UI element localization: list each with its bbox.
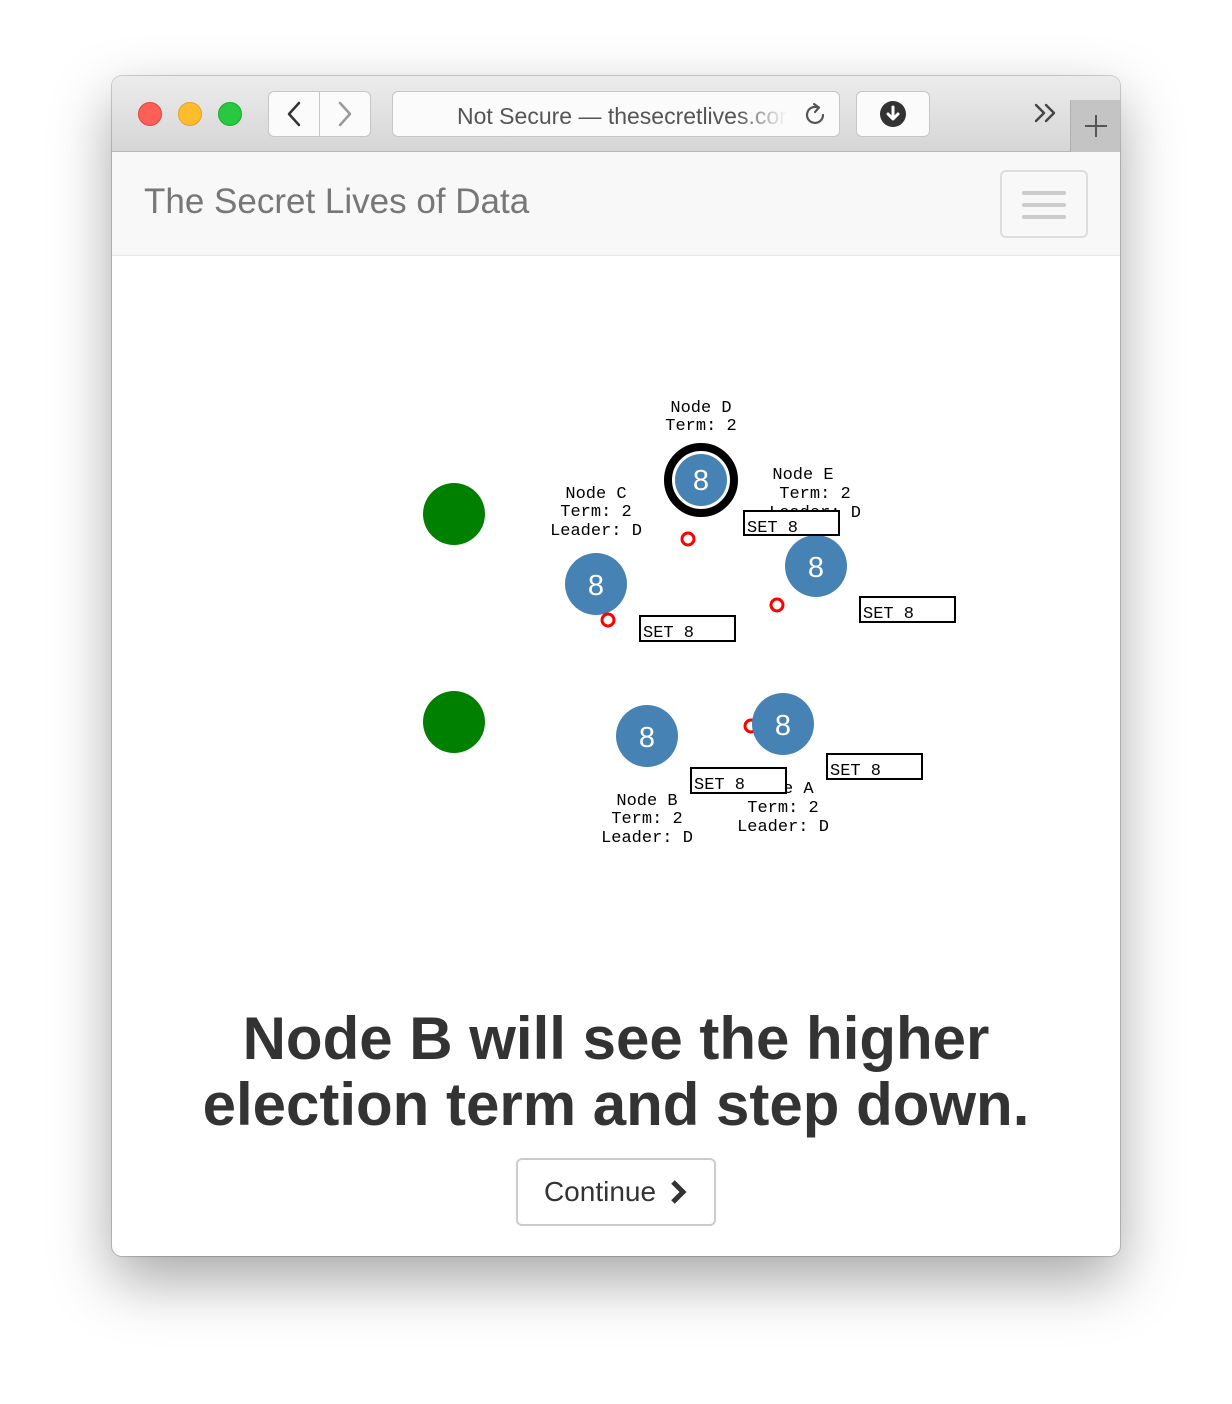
node-b-value: 8	[639, 722, 655, 754]
set-message-box	[690, 767, 787, 794]
node-c-name: Node C	[565, 485, 626, 504]
address-bar[interactable]: Not Secure — thesecretlives.com	[392, 91, 840, 137]
forward-button[interactable]	[319, 91, 371, 137]
node-a	[752, 693, 814, 755]
client-node	[423, 483, 485, 545]
chevron-right-icon	[671, 1180, 687, 1204]
node-e-term: Term: 2	[779, 485, 850, 504]
set-message-label: SET 8	[830, 762, 881, 781]
hamburger-icon-bar	[1022, 215, 1066, 219]
double-chevron-right-icon[interactable]	[1030, 100, 1064, 126]
address-text: Not Secure — thesecretlives.com	[457, 103, 787, 129]
set-message-box	[639, 615, 736, 642]
node-b-name: Node B	[616, 792, 677, 811]
client-node	[423, 691, 485, 753]
chevron-right-icon	[338, 101, 352, 127]
continue-label: Continue	[543, 1176, 657, 1207]
node-e-value: 8	[808, 552, 824, 584]
back-button[interactable]	[268, 91, 320, 137]
site-brand[interactable]: The Secret Lives of Data	[144, 182, 530, 221]
menu-toggle-button[interactable]	[1000, 170, 1088, 238]
set-message-label: SET 8	[643, 624, 694, 643]
node-b-term: Term: 2	[611, 810, 682, 829]
node-c-term: Term: 2	[560, 503, 631, 522]
hamburger-icon-bar	[1022, 203, 1066, 207]
node-c-value: 8	[588, 570, 604, 602]
close-window-button[interactable]	[138, 102, 162, 126]
heartbeat-message	[769, 597, 785, 613]
set-message-label: SET 8	[863, 605, 914, 624]
set-message-box	[743, 510, 840, 536]
set-message-label: SET 8	[694, 776, 745, 795]
node-d-term: Term: 2	[665, 417, 736, 436]
node-a-leader: Leader: D	[737, 818, 829, 837]
set-message-box	[826, 753, 923, 780]
node-c	[565, 553, 627, 615]
continue-button[interactable]: Continue	[516, 1158, 716, 1226]
node-c-leader: Leader: D	[550, 522, 642, 541]
plus-icon	[1084, 115, 1107, 137]
raft-visualization: Node D Term: 2 8 8 Node E Term: 2 Leader…	[423, 399, 956, 848]
chevron-left-icon	[287, 101, 301, 127]
site-navbar: The Secret Lives of Data	[112, 152, 1120, 256]
node-b	[616, 705, 678, 767]
node-d-value: 8	[693, 465, 709, 497]
heartbeat-message	[680, 531, 696, 547]
downloads-button[interactable]	[856, 91, 930, 137]
set-message-label: SET 8	[747, 519, 798, 538]
hamburger-icon-bar	[1022, 191, 1066, 195]
node-b-leader: Leader: D	[601, 829, 693, 848]
browser-window: Not Secure — thesecretlives.com	[112, 76, 1120, 1256]
caption: Node B will see the higher election term…	[202, 1005, 1030, 1138]
download-icon	[880, 101, 906, 127]
zoom-window-button[interactable]	[218, 102, 242, 126]
node-d-name: Node D	[670, 399, 731, 418]
set-message-box	[859, 596, 956, 623]
browser-toolbar: Not Secure — thesecretlives.com	[112, 76, 1120, 152]
heartbeat-message	[600, 612, 616, 628]
leader-ring	[664, 443, 738, 517]
new-tab-button[interactable]	[1070, 100, 1120, 152]
node-d	[675, 454, 727, 506]
node-e-name: Node E	[772, 466, 833, 485]
node-a-term: Term: 2	[747, 799, 818, 818]
reload-icon[interactable]	[801, 101, 829, 129]
minimize-window-button[interactable]	[178, 102, 202, 126]
node-a-value: 8	[775, 710, 791, 742]
node-e	[785, 535, 847, 597]
